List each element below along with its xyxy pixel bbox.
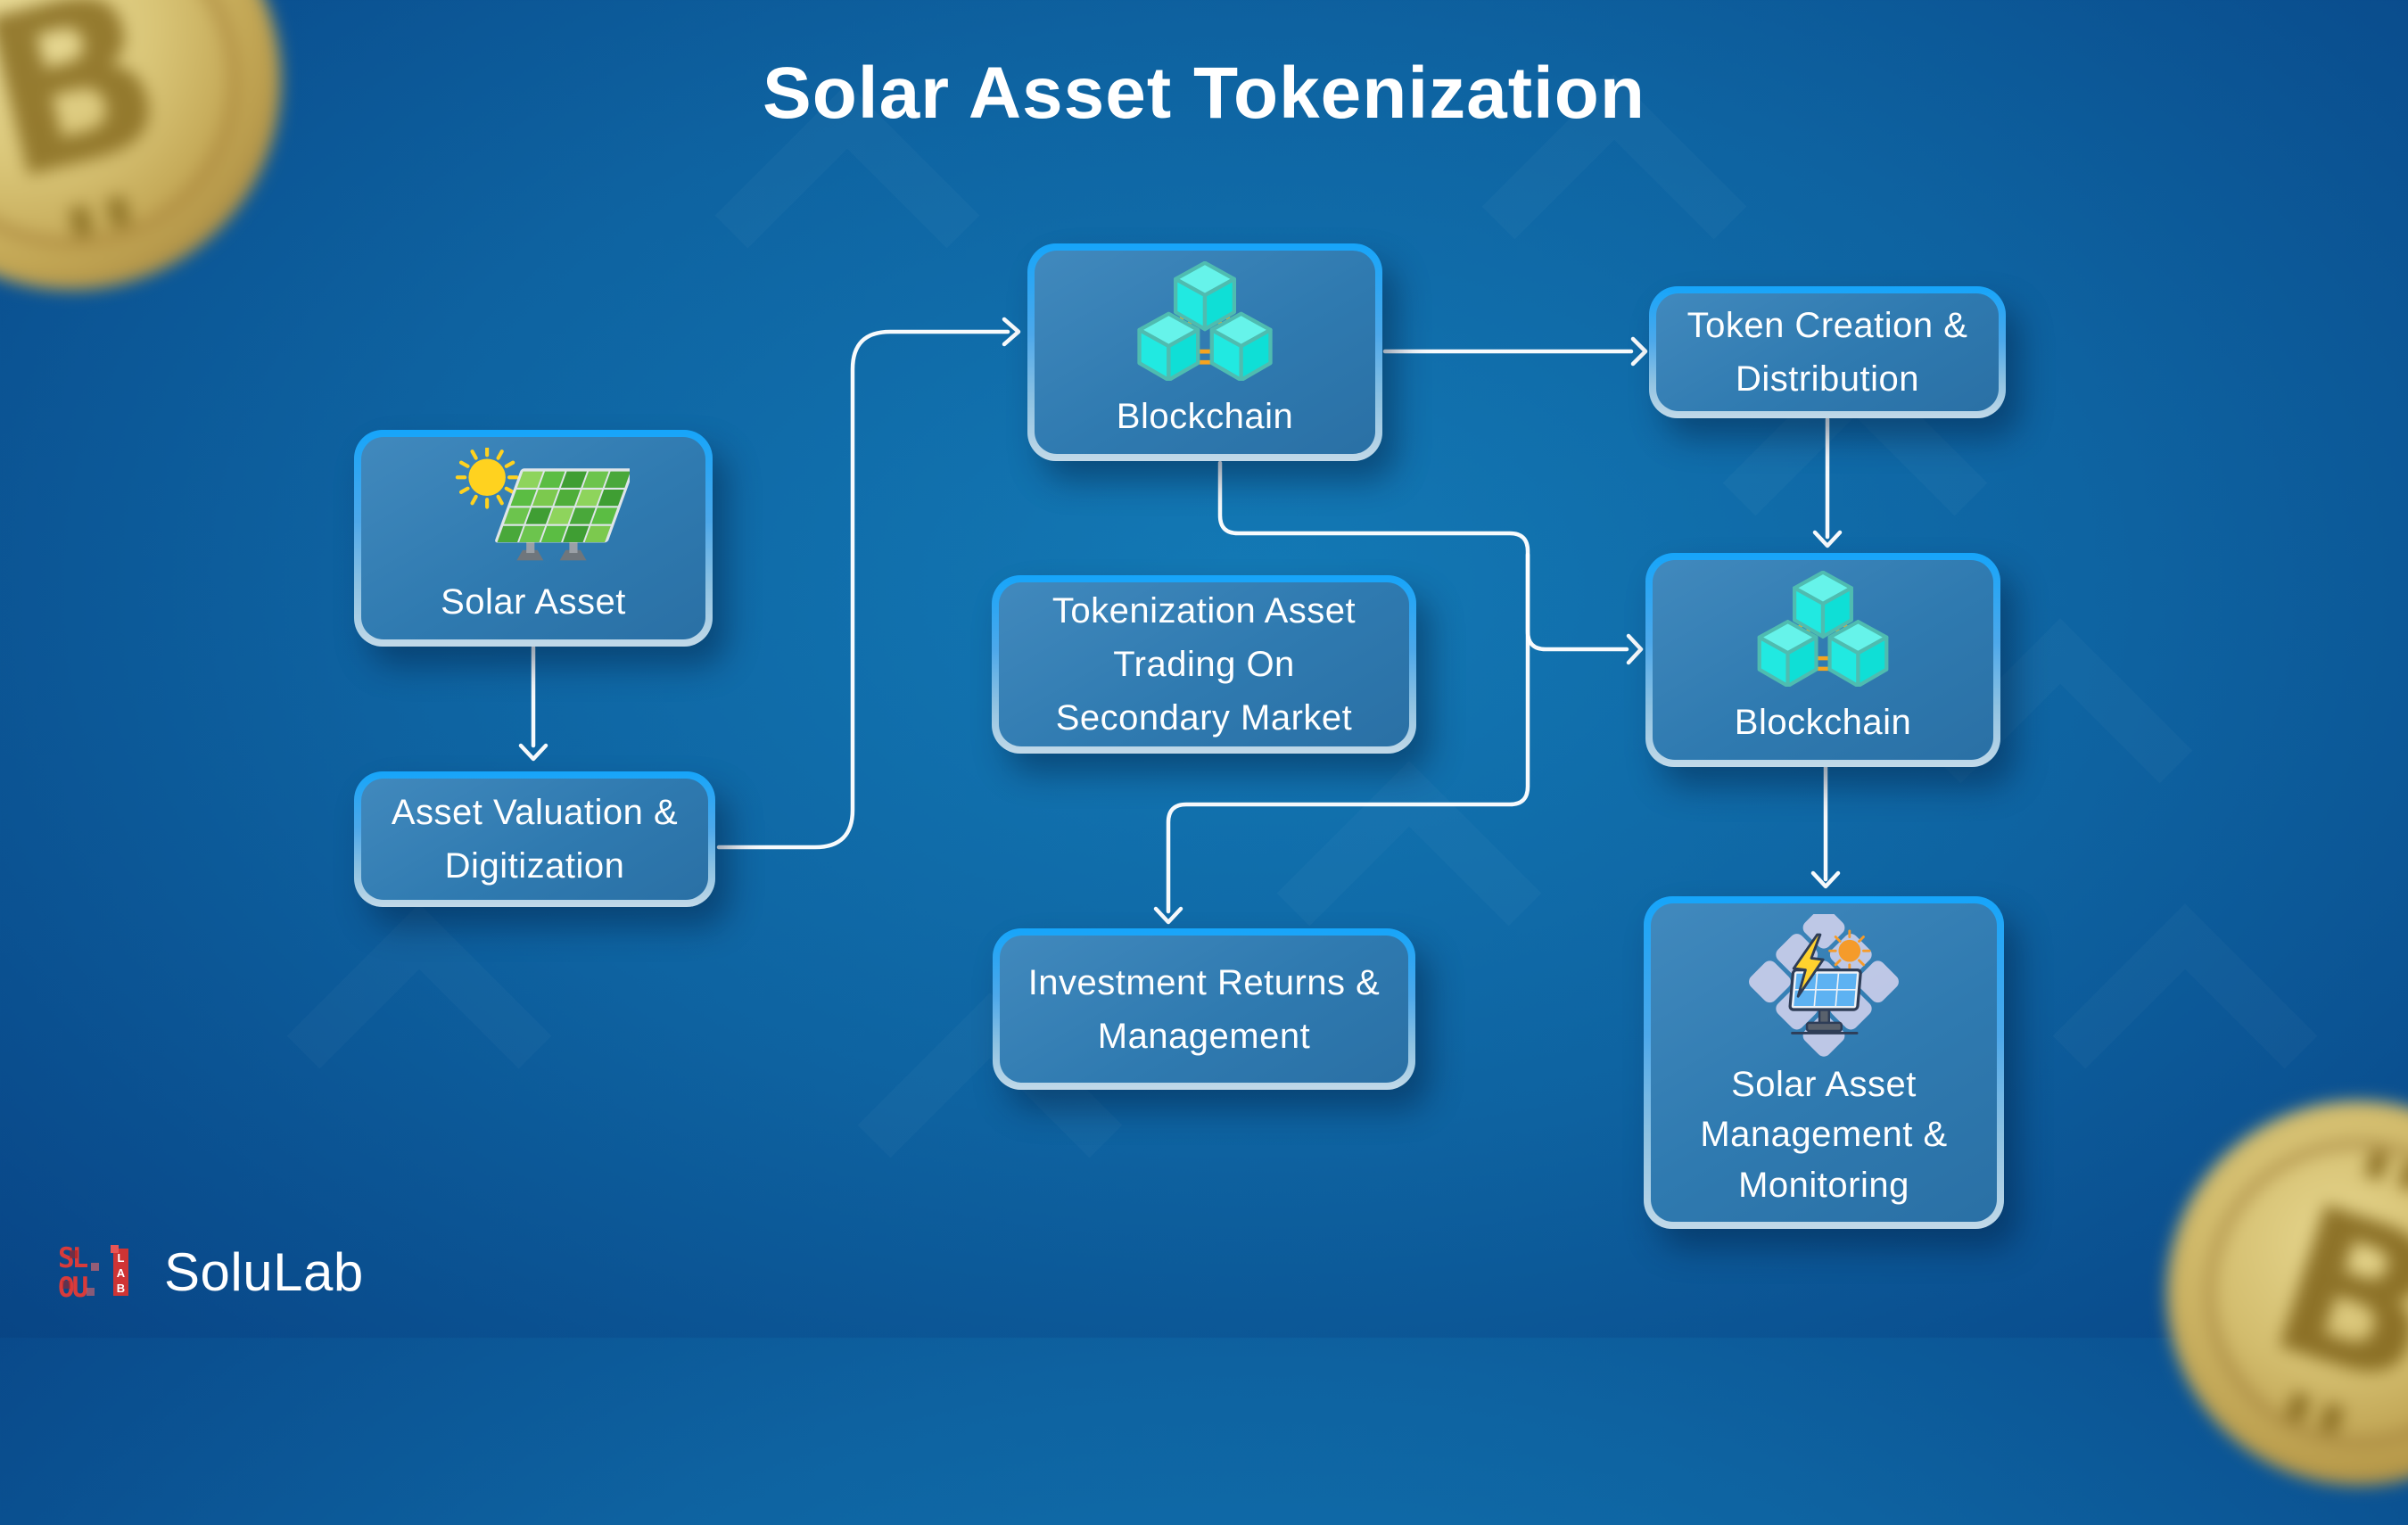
node-token-creation: Token Creation & Distribution xyxy=(1649,286,2006,418)
node-label: Blockchain xyxy=(1116,397,1294,436)
blockchain-icon xyxy=(1757,571,1889,687)
node-solar-asset: Solar Asset xyxy=(354,430,713,647)
node-blockchain-2: Blockchain xyxy=(1645,553,2000,767)
node-label: Blockchain xyxy=(1734,703,1912,742)
page-title: Solar Asset Tokenization xyxy=(763,53,1645,134)
edge-blockchain-to-investment-returns xyxy=(1153,552,1530,925)
svg-text:B: B xyxy=(117,1282,125,1295)
edge-blockchain-to-blockchain-right xyxy=(1217,460,1644,665)
edge-token-creation-to-blockchain-right xyxy=(1812,416,1843,548)
edge-blockchain-to-token-creation xyxy=(1382,336,1648,367)
svg-text:SL: SL xyxy=(58,1243,88,1274)
edge-asset-valuation-to-blockchain xyxy=(716,317,1021,850)
solar-panel-icon xyxy=(455,448,630,561)
node-label: Solar Asset xyxy=(441,582,626,622)
blockchain-icon xyxy=(1137,261,1273,381)
bitcoin-coin-top-left: B xyxy=(0,0,313,322)
node-solar-management: Solar Asset Management & Monitoring xyxy=(1644,896,2004,1229)
solulab-logo: SL OU L A B SoluLab xyxy=(57,1241,364,1303)
flow-connectors xyxy=(518,317,1843,925)
edge-solar-asset-to-asset-valuation xyxy=(518,645,548,762)
node-label: Asset Valuation & Digitization xyxy=(391,793,679,886)
node-tokenization-trading: Tokenization Asset Trading On Secondary … xyxy=(992,575,1416,754)
node-label: Token Creation & Distribution xyxy=(1686,306,1968,399)
node-label: Investment Returns & Management xyxy=(1027,962,1381,1056)
edge-blockchain-right-to-solar-management xyxy=(1810,764,1841,889)
node-label: Solar Asset Management & Monitoring xyxy=(1700,1064,1948,1206)
solulab-logo-icon: SL OU L A B xyxy=(58,1243,128,1302)
svg-text:L: L xyxy=(118,1251,125,1265)
bitcoin-coin-icon: B xyxy=(0,0,282,291)
node-blockchain: Blockchain xyxy=(1027,243,1382,461)
solar-management-icon xyxy=(1749,914,1899,1057)
node-label: Tokenization Asset Trading On Secondary … xyxy=(1051,591,1357,738)
node-asset-valuation: Asset Valuation & Digitization xyxy=(354,771,715,907)
solulab-logo-text: SoluLab xyxy=(164,1242,364,1302)
node-investment-returns: Investment Returns & Management xyxy=(993,928,1415,1090)
svg-text:A: A xyxy=(117,1266,126,1280)
